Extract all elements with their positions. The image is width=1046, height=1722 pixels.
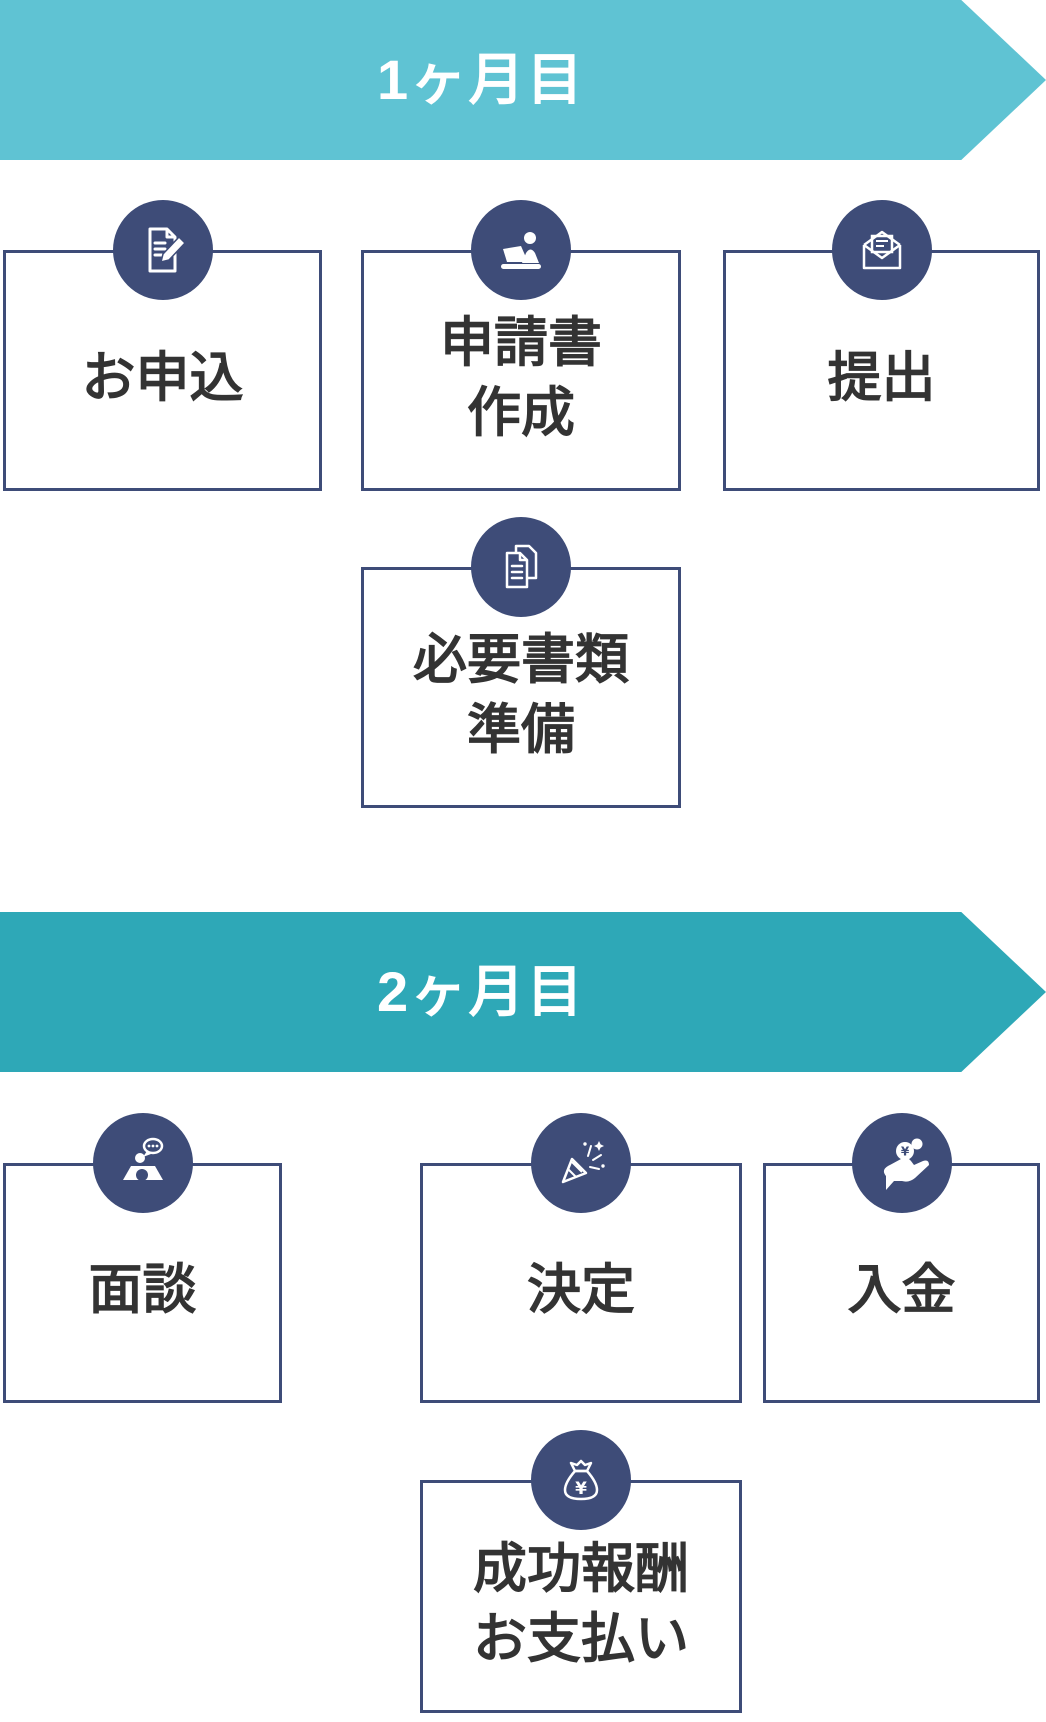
banner-month-1: 1ヶ月目 <box>0 0 1046 160</box>
step-label: 入金 <box>847 1260 956 1320</box>
step-card-interview: 面談 <box>3 1113 282 1403</box>
person-laptop-icon <box>471 200 571 300</box>
step-card-documents-preparation: 必要書類 準備 <box>361 517 681 808</box>
svg-text:¥: ¥ <box>900 1145 909 1159</box>
step-label: お申込 <box>81 347 244 408</box>
banner-month-2: 2ヶ月目 <box>0 912 1046 1072</box>
step-card-form-creation: 申請書 作成 <box>361 200 681 491</box>
document-pen-icon <box>112 200 213 300</box>
money-bag-icon: ¥ <box>531 1430 631 1530</box>
step-label: 申請書 作成 <box>440 312 602 443</box>
banner-month-2-label: 2ヶ月目 <box>376 960 586 1023</box>
svg-text:¥: ¥ <box>575 1479 587 1499</box>
open-envelope-icon <box>831 200 932 300</box>
step-label: 成功報酬 お支払い <box>473 1538 689 1669</box>
documents-icon <box>471 517 571 617</box>
step-card-fee-payment: ¥ 成功報酬 お支払い <box>420 1430 742 1713</box>
hand-coins-icon: ¥ <box>851 1113 952 1213</box>
step-label: 必要書類 準備 <box>413 629 629 760</box>
step-card-submission: 提出 <box>723 200 1040 491</box>
step-label: 提出 <box>827 347 936 408</box>
step-card-application: お申込 <box>3 200 322 491</box>
step-label: 面談 <box>88 1260 197 1320</box>
step-card-deposit: ¥ 入金 <box>763 1113 1040 1403</box>
interview-icon <box>92 1113 193 1213</box>
step-card-decision: 決定 <box>420 1113 742 1403</box>
party-popper-icon <box>531 1113 631 1213</box>
step-label: 決定 <box>527 1260 635 1320</box>
banner-month-1-label: 1ヶ月目 <box>376 48 586 111</box>
